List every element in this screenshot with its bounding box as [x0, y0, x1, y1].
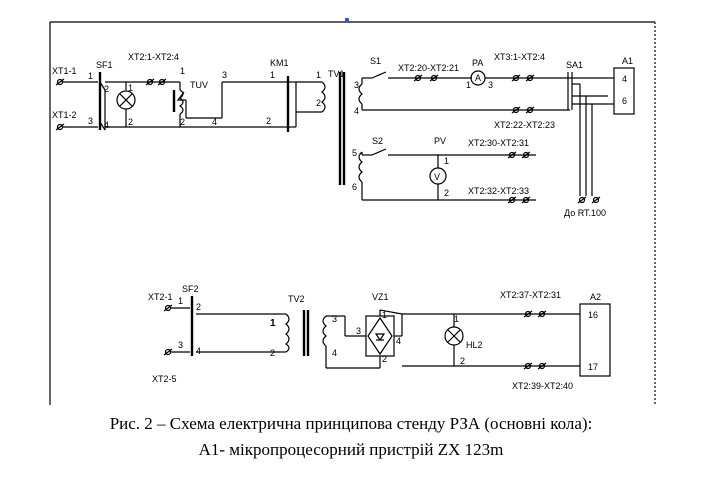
voltmeter-symbol: V	[434, 172, 440, 182]
svg-text:4: 4	[396, 336, 401, 346]
label-xt2-5: XT2-5	[152, 374, 177, 384]
figure-caption-line2: А1- мікропроцесорний пристрій ZX 123m	[198, 440, 504, 459]
svg-text:4: 4	[332, 348, 337, 358]
label-do-rt100: До RT.100	[564, 208, 606, 218]
svg-text:4: 4	[104, 120, 109, 130]
svg-text:1: 1	[454, 314, 459, 324]
svg-text:2: 2	[180, 117, 185, 127]
label-tv1: TV1	[328, 69, 345, 79]
vz1-bridge-rectifier: VZ1 3 1 4 2	[344, 292, 403, 369]
label-xt1-2: XT1-2	[52, 110, 77, 120]
svg-text:4: 4	[212, 117, 217, 127]
km1-contactor: KM1 3 1 2	[186, 58, 297, 132]
label-a2: A2	[590, 292, 601, 302]
svg-text:1: 1	[88, 71, 93, 81]
label-xt2-32-33: XT2:32-XT2:33	[468, 186, 529, 196]
label-vz1: VZ1	[372, 292, 389, 302]
label-xt2-1: XT2-1	[148, 292, 173, 302]
tv2-transformer: TV2 1 2 3 4	[270, 294, 345, 369]
drawing-border	[49, 18, 656, 405]
s1-pa-branch: S1 XT2:20-XT2:21 1 PA A 3 XT3:1-XT2:4 XT…	[361, 52, 570, 130]
circuit-diagram: XT1-1 XT1-2 1 3 SF1 2 4 1 2 XT2:1-XT2:4	[49, 18, 656, 405]
svg-text:2: 2	[266, 116, 271, 126]
svg-text:2: 2	[128, 117, 133, 127]
svg-text:1: 1	[382, 310, 387, 320]
label-pa: PA	[472, 58, 483, 68]
svg-text:1: 1	[466, 80, 471, 90]
figure-caption-line1: Рис. 2 – Схема електрична принципова сте…	[109, 414, 593, 433]
svg-text:2: 2	[460, 356, 465, 366]
label-sf1: SF1	[96, 60, 113, 70]
label-xt1-1: XT1-1	[52, 66, 77, 76]
svg-text:3: 3	[222, 70, 227, 80]
svg-text:5: 5	[352, 148, 357, 158]
svg-text:2: 2	[104, 84, 109, 94]
label-km1: KM1	[270, 58, 289, 68]
label-xt2-1-4: XT2:1-XT2:4	[128, 52, 179, 62]
sf1-breaker: SF1 2 4	[96, 60, 113, 131]
svg-text:1: 1	[270, 318, 276, 329]
label-xt2-37-31: XT2:37-XT2:31	[500, 290, 561, 300]
svg-text:3: 3	[332, 314, 337, 324]
label-tuv: TUV	[190, 80, 208, 90]
svg-text:2: 2	[316, 98, 321, 108]
a2-device: A2 16 17	[579, 292, 611, 377]
tv1-transformer: TV1 1 2 3 4 5 6	[296, 69, 363, 192]
a1-pin-4: 4	[622, 74, 627, 84]
label-s2: S2	[372, 136, 383, 146]
svg-text:3: 3	[354, 80, 359, 90]
xt1-terminals: XT1-1 XT1-2 1 3	[52, 66, 98, 131]
label-hl2: HL2	[466, 340, 483, 350]
svg-text:2: 2	[444, 188, 449, 198]
hl2-lamp-circuit: 1 HL2 2 XT2:37-XT2:31 XT2:39-XT2:40	[402, 290, 580, 391]
svg-text:4: 4	[196, 346, 201, 356]
label-sa1: SA1	[566, 60, 583, 70]
label-pv: PV	[434, 136, 446, 146]
sa1-switch: SA1 До RT.100	[564, 60, 608, 218]
a2-pin-17: 17	[588, 362, 598, 372]
label-xt2-20-21: XT2:20-XT2:21	[398, 63, 459, 73]
svg-text:3: 3	[178, 340, 183, 350]
sf1-lamp-circuit: 1 2 XT2:1-XT2:4	[105, 52, 180, 128]
svg-text:3: 3	[488, 80, 493, 90]
svg-text:3: 3	[356, 326, 361, 336]
label-xt2-30-31: XT2:30-XT2:31	[468, 138, 529, 148]
svg-text:6: 6	[352, 182, 357, 192]
selection-handle[interactable]	[345, 18, 349, 22]
label-xt3-1-4: XT3:1-XT2:4	[494, 52, 545, 62]
xt2-input-terminals: XT2-1 1 3 XT2-5	[148, 292, 190, 384]
svg-text:1: 1	[270, 70, 275, 80]
svg-text:2: 2	[270, 348, 275, 358]
tuv-autotransformer: TUV 1 2 4	[172, 66, 288, 128]
svg-text:2: 2	[196, 302, 201, 312]
sf2-breaker: SF2 2 4	[182, 284, 280, 356]
label-xt2-22-23: XT2:22-XT2:23	[494, 120, 555, 130]
label-xt2-39-40: XT2:39-XT2:40	[512, 381, 573, 391]
svg-text:1: 1	[128, 83, 133, 93]
label-tv2: TV2	[288, 294, 305, 304]
a2-pin-16: 16	[588, 310, 598, 320]
label-sf2: SF2	[182, 284, 199, 294]
svg-text:1: 1	[444, 156, 449, 166]
svg-text:1: 1	[180, 66, 185, 76]
svg-text:1: 1	[178, 296, 183, 306]
label-a1: A1	[622, 56, 633, 66]
s2-pv-branch: S2 PV V 1 2 XT2:30-XT2:31 XT2:32-XT2:33	[361, 136, 536, 204]
svg-text:4: 4	[354, 106, 359, 116]
svg-text:1: 1	[316, 70, 321, 80]
a1-pin-6: 6	[622, 96, 627, 106]
label-s1: S1	[370, 56, 381, 66]
ammeter-symbol: A	[475, 73, 481, 83]
a1-device: A1 4 6	[608, 56, 635, 115]
svg-text:3: 3	[88, 116, 93, 126]
svg-text:2: 2	[382, 354, 387, 364]
